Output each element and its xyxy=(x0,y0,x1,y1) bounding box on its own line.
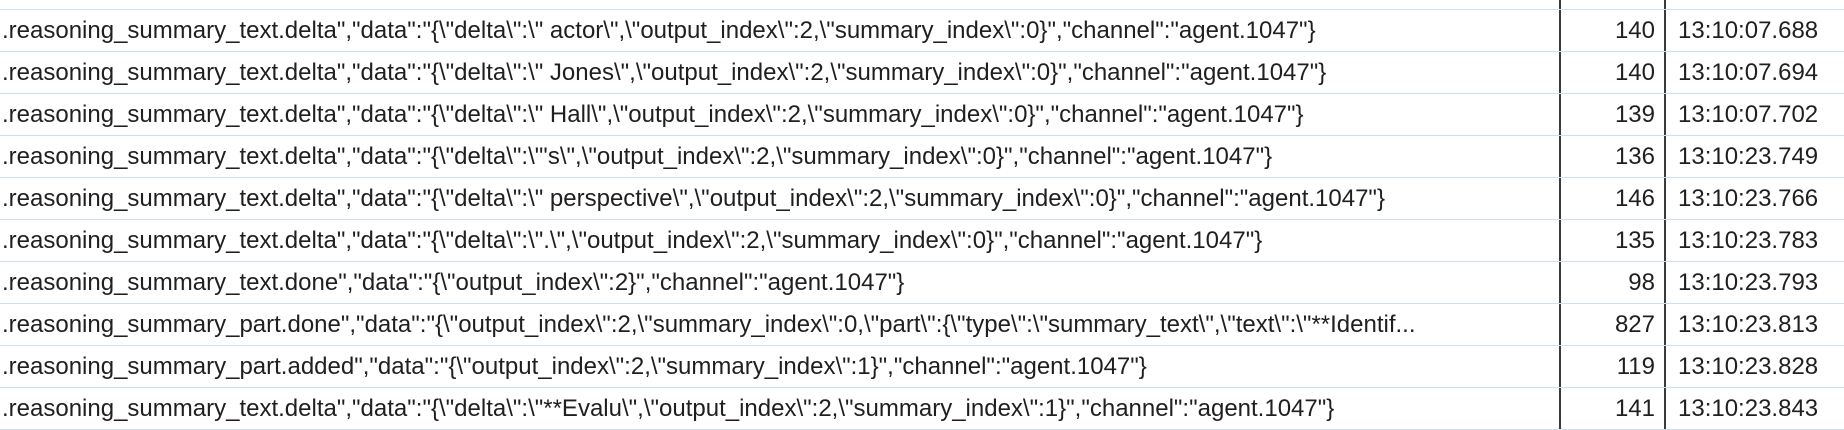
message-time-cell: 13:10:23.843 xyxy=(1678,395,1819,422)
message-length-cell: 135 xyxy=(1561,220,1666,261)
message-time-cell xyxy=(1666,0,1844,9)
message-length-cell: 139 xyxy=(1561,94,1666,135)
table-row[interactable]: .reasoning_summary_text.done","data":"{\… xyxy=(0,262,1844,304)
message-data-cell: .reasoning_summary_text.done","data":"{\… xyxy=(0,262,1561,303)
message-time-cell: 13:10:23.813 xyxy=(1678,311,1819,338)
message-data-cell: .reasoning_summary_text.delta","data":"{… xyxy=(0,10,1561,51)
message-time-cell: 13:10:23.783 xyxy=(1678,227,1819,254)
table-row[interactable]: .reasoning_summary_text.delta","data":"{… xyxy=(0,52,1844,94)
message-data-cell xyxy=(0,0,1561,9)
table-row[interactable]: .reasoning_summary_text.delta","data":"{… xyxy=(0,220,1844,262)
message-length-cell: 140 xyxy=(1561,52,1666,93)
message-length-cell: 146 xyxy=(1561,178,1666,219)
message-time-cell: 13:10:07.694 xyxy=(1678,59,1819,86)
message-length-cell: 98 xyxy=(1561,262,1666,303)
message-length-cell: 136 xyxy=(1561,136,1666,177)
table-row[interactable]: .reasoning_summary_text.delta","data":"{… xyxy=(0,94,1844,136)
message-length-cell: 119 xyxy=(1561,346,1666,387)
message-time-cell: 13:10:23.793 xyxy=(1678,269,1819,296)
message-time-cell: 13:10:23.766 xyxy=(1678,185,1819,212)
message-data-cell: .reasoning_summary_text.delta","data":"{… xyxy=(0,220,1561,261)
message-data-cell: .reasoning_summary_text.delta","data":"{… xyxy=(0,178,1561,219)
message-data-cell: .reasoning_summary_part.added","data":"{… xyxy=(0,346,1561,387)
table-row[interactable]: .reasoning_summary_part.added","data":"{… xyxy=(0,346,1844,388)
message-length-cell: 827 xyxy=(1561,304,1666,345)
table-row[interactable]: .reasoning_summary_text.delta","data":"{… xyxy=(0,388,1844,430)
message-time-cell: 13:10:07.688 xyxy=(1678,17,1819,44)
table-row[interactable]: .reasoning_summary_part.done","data":"{\… xyxy=(0,304,1844,346)
table-row[interactable]: .reasoning_summary_text.delta","data":"{… xyxy=(0,178,1844,220)
table-row-partial[interactable] xyxy=(0,0,1844,10)
message-time-cell: 13:10:23.828 xyxy=(1678,353,1819,380)
message-data-cell: .reasoning_summary_text.delta","data":"{… xyxy=(0,388,1561,429)
message-time-cell: 13:10:23.749 xyxy=(1678,143,1819,170)
message-data-cell: .reasoning_summary_text.delta","data":"{… xyxy=(0,94,1561,135)
message-data-cell: .reasoning_summary_text.delta","data":"{… xyxy=(0,52,1561,93)
table-row[interactable]: .reasoning_summary_text.delta","data":"{… xyxy=(0,136,1844,178)
message-data-cell: .reasoning_summary_text.delta","data":"{… xyxy=(0,136,1561,177)
table-row[interactable]: .reasoning_summary_text.delta","data":"{… xyxy=(0,10,1844,52)
message-length-cell: 141 xyxy=(1561,388,1666,429)
message-length-cell xyxy=(1561,0,1666,9)
message-time-cell: 13:10:07.702 xyxy=(1678,101,1819,128)
message-length-cell: 140 xyxy=(1561,10,1666,51)
message-data-cell: .reasoning_summary_part.done","data":"{\… xyxy=(0,304,1561,345)
